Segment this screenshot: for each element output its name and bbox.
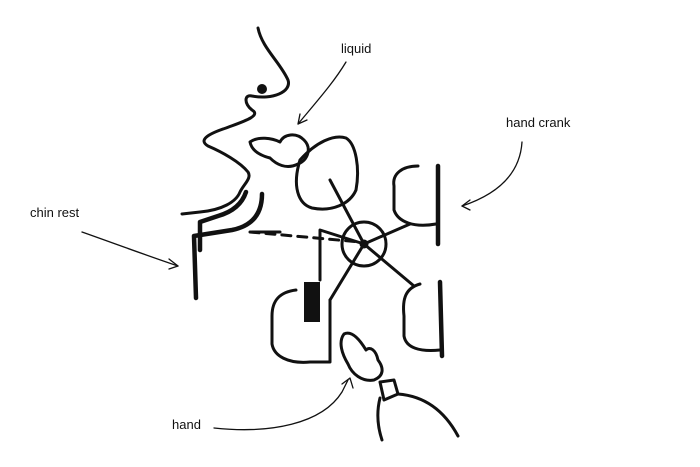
hand-crank-label: hand crank: [506, 115, 571, 130]
chin-rest-arrowhead: [168, 258, 179, 270]
liquid-arrowhead: [297, 113, 308, 125]
hand-shape: [339, 331, 384, 382]
chin-rest-inner: [197, 189, 249, 253]
hand-crank-arrow: [461, 141, 523, 207]
paddle-right-lower: [402, 282, 442, 352]
paddle-right-upper: [392, 164, 438, 227]
arm-cuff: [378, 378, 400, 402]
chin-rest-arrow: [81, 231, 179, 267]
liquid-label: liquid: [341, 41, 372, 56]
paddle-upper-left: [295, 135, 360, 211]
sightline: [248, 230, 362, 244]
crank-hub: [340, 220, 388, 268]
arm-shoulder: [396, 392, 460, 438]
paddle-right-lower-edge: [437, 279, 445, 359]
crank-spoke-lower: [328, 242, 366, 302]
arm-sleeve: [376, 396, 384, 442]
paddle-lower-left: [270, 288, 332, 364]
hand-arrow: [213, 379, 349, 431]
face-profile: [180, 26, 290, 216]
paddle-lower-left-fill: [304, 282, 320, 322]
hand-arrowhead: [341, 377, 354, 389]
chin-rest: [191, 191, 265, 301]
liquid-arrow: [297, 61, 347, 125]
eye-dot: [257, 84, 267, 94]
crank-spoke-left: [318, 228, 366, 282]
chin-rest-label: chin rest: [30, 205, 80, 220]
crank-spoke-upper: [328, 178, 366, 246]
crank-spoke-right-up: [362, 222, 412, 246]
hand-label: hand: [172, 417, 201, 432]
crank-spoke-right-down: [362, 242, 416, 288]
hand-crank-arrowhead: [461, 199, 471, 211]
